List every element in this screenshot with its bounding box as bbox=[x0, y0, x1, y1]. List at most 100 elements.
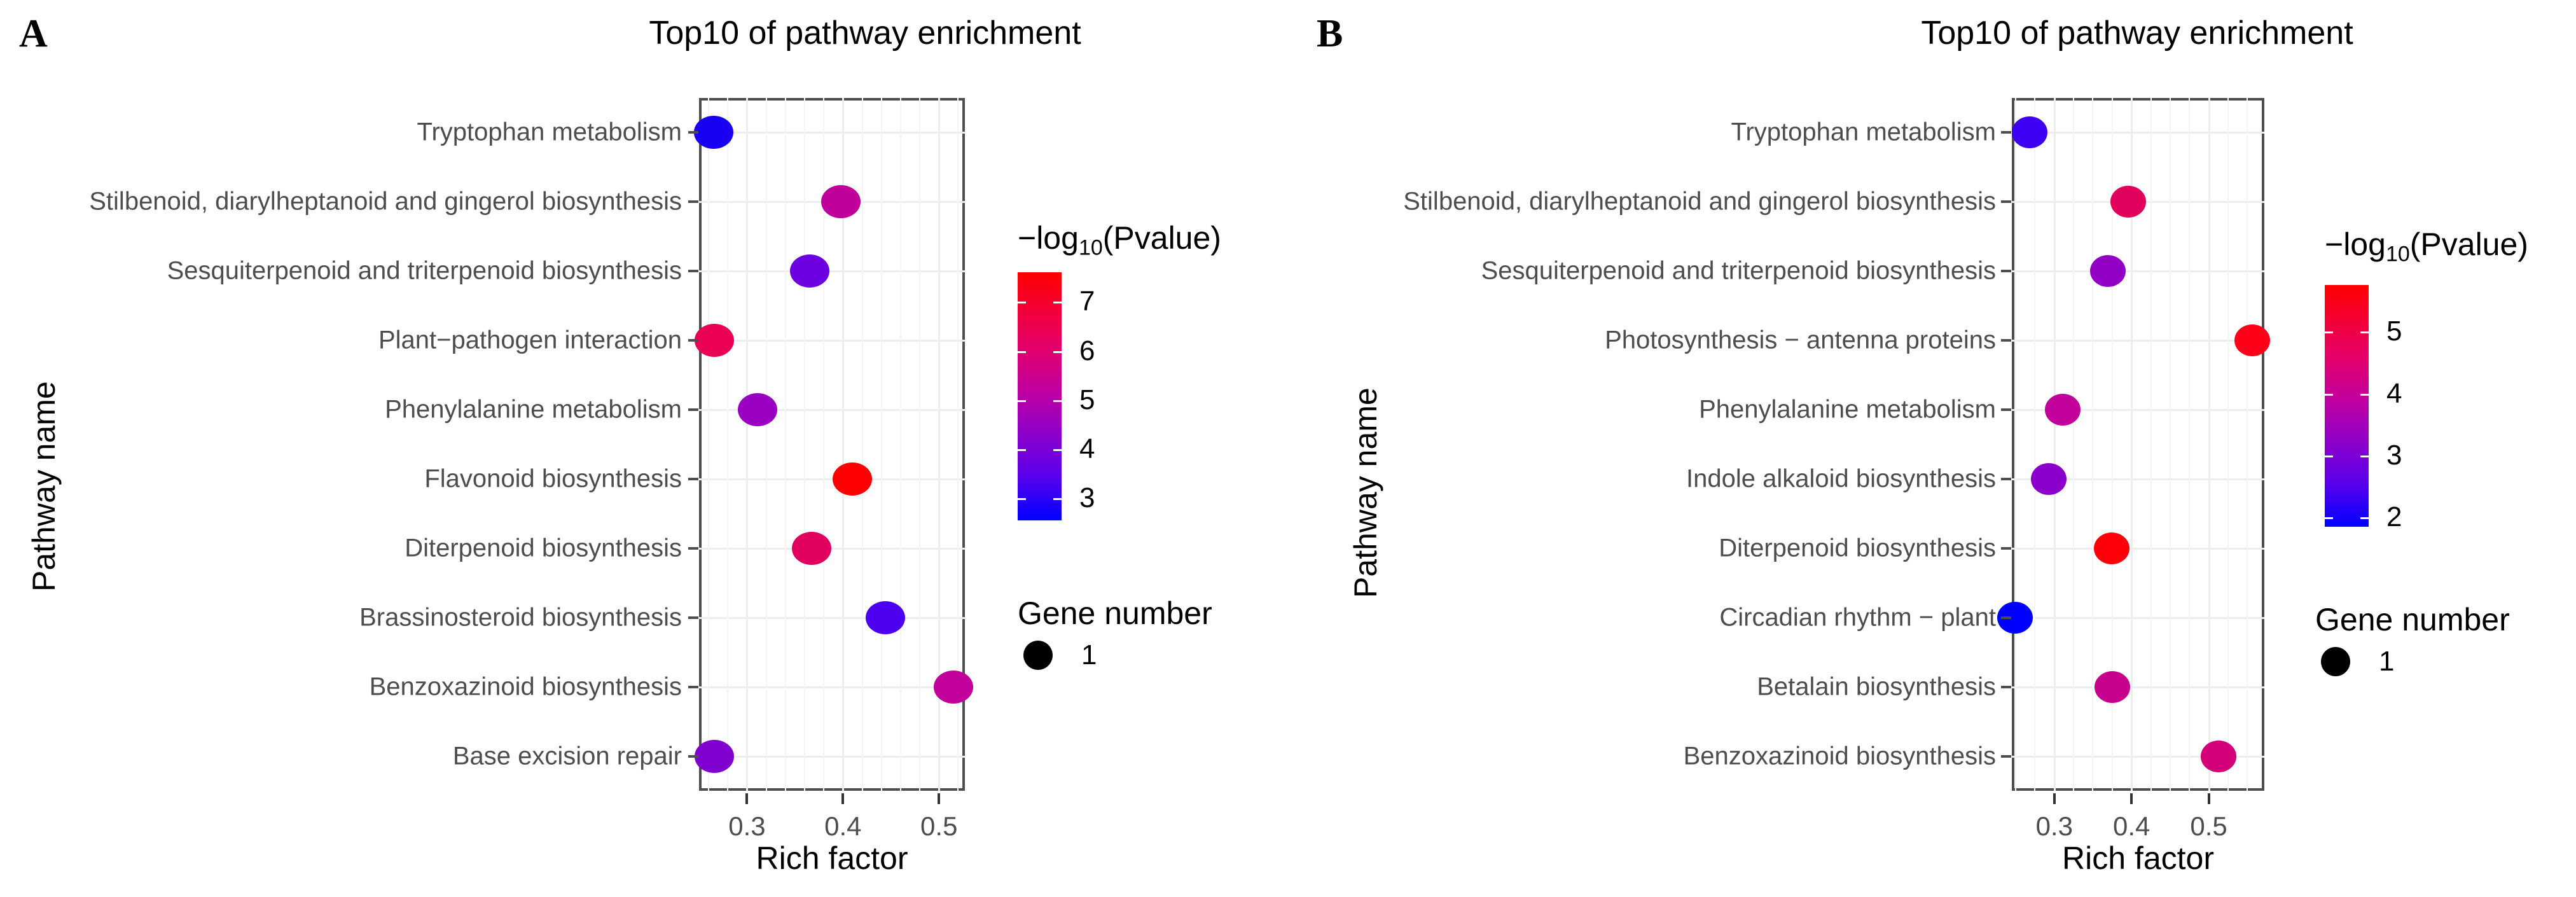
colorbar-tick-label: 3 bbox=[1079, 482, 1095, 514]
y-axis-tick-mark bbox=[2001, 270, 2011, 273]
x-axis-tick-label: 0.5 bbox=[920, 811, 958, 841]
y-axis-tick-label: Stilbenoid, diarylheptanoid and gingerol… bbox=[89, 187, 682, 216]
colorbar-tick-mark bbox=[2360, 331, 2369, 334]
y-axis-tick-label: Photosynthesis − antenna proteins bbox=[1605, 326, 1996, 354]
y-axis-tick-label: Betalain biosynthesis bbox=[1757, 672, 1996, 701]
x-axis-tick-label: 0.5 bbox=[2190, 811, 2227, 841]
panel-a-size-legend-dot bbox=[1023, 641, 1053, 670]
y-axis-tick-label: Tryptophan metabolism bbox=[1731, 118, 1996, 146]
x-axis-tick-mark bbox=[2130, 793, 2133, 804]
data-point bbox=[693, 116, 733, 150]
colorbar-tick-mark bbox=[2325, 455, 2333, 457]
grid-line-horizontal bbox=[2012, 547, 2264, 550]
colorbar-tick-mark bbox=[1018, 449, 1026, 452]
grid-line-vertical bbox=[861, 98, 863, 791]
data-point bbox=[2045, 394, 2081, 426]
grid-line-vertical bbox=[2208, 98, 2210, 791]
y-axis-tick-mark bbox=[688, 408, 698, 412]
grid-line-vertical bbox=[2073, 98, 2075, 791]
data-point bbox=[821, 185, 861, 219]
colorbar-tick-label: 6 bbox=[1079, 335, 1095, 366]
y-axis-tick-label: Benzoxazinoid biosynthesis bbox=[1683, 742, 1996, 770]
grid-line-vertical bbox=[842, 98, 845, 791]
panel-a-letter: A bbox=[19, 12, 48, 55]
grid-line-vertical bbox=[823, 98, 825, 791]
grid-line-vertical bbox=[938, 98, 941, 791]
colorbar-tick-label: 3 bbox=[2386, 439, 2402, 471]
colorbar-tick-mark bbox=[1018, 498, 1026, 501]
panel-a-size-legend-label: 1 bbox=[1081, 639, 1097, 671]
grid-line-vertical bbox=[784, 98, 786, 791]
y-axis-tick-mark bbox=[688, 339, 698, 342]
colorbar-tick-mark bbox=[1018, 302, 1026, 304]
grid-line-vertical bbox=[919, 98, 921, 791]
y-axis-tick-label: Plant−pathogen interaction bbox=[378, 326, 682, 354]
grid-line-vertical bbox=[2227, 98, 2229, 791]
colorbar-tick-label: 5 bbox=[2386, 316, 2402, 347]
grid-line-horizontal bbox=[2012, 478, 2264, 480]
y-axis-tick-mark bbox=[2001, 685, 2011, 688]
y-axis-tick-label: Diterpenoid biosynthesis bbox=[405, 534, 682, 562]
colorbar-tick-mark bbox=[1018, 400, 1026, 402]
colorbar-tick-mark bbox=[2360, 517, 2369, 520]
colorbar-tick-mark bbox=[1053, 302, 1062, 304]
grid-line-horizontal bbox=[699, 616, 965, 619]
panel-a-x-axis-title: Rich factor bbox=[756, 840, 908, 876]
x-axis-tick-label: 0.3 bbox=[728, 811, 766, 841]
grid-line-vertical bbox=[899, 98, 901, 791]
data-point bbox=[789, 254, 829, 288]
colorbar-tick-mark bbox=[1053, 351, 1062, 353]
y-axis-tick-mark bbox=[2001, 754, 2011, 758]
y-axis-tick-mark bbox=[688, 546, 698, 550]
data-point bbox=[2110, 186, 2147, 218]
y-axis-tick-label: Sesquiterpenoid and triterpenoid biosynt… bbox=[167, 256, 682, 285]
grid-line-vertical bbox=[2111, 98, 2113, 791]
colorbar-tick-mark bbox=[1053, 498, 1062, 501]
panel-b-size-legend-label: 1 bbox=[2379, 646, 2395, 677]
data-point bbox=[695, 739, 735, 773]
grid-line-horizontal bbox=[699, 340, 965, 342]
data-point bbox=[791, 531, 831, 565]
grid-line-horizontal bbox=[2012, 616, 2264, 619]
grid-line-vertical bbox=[2015, 98, 2017, 791]
panel-a-colorbar bbox=[1018, 272, 1062, 520]
x-axis-tick-mark bbox=[2053, 793, 2056, 804]
grid-line-vertical bbox=[2131, 98, 2133, 791]
data-point bbox=[2201, 740, 2237, 772]
y-axis-tick-mark bbox=[688, 685, 698, 688]
grid-line-vertical bbox=[957, 98, 959, 791]
data-point bbox=[2031, 462, 2067, 495]
y-axis-tick-mark bbox=[688, 270, 698, 273]
panel-b-size-legend-dot bbox=[2321, 647, 2350, 676]
y-axis-tick-mark bbox=[2001, 131, 2011, 134]
grid-line-horizontal bbox=[699, 132, 965, 134]
grid-line-vertical bbox=[803, 98, 805, 791]
colorbar-tick-label: 2 bbox=[2386, 501, 2402, 533]
grid-line-vertical bbox=[2189, 98, 2191, 791]
y-axis-tick-label: Diterpenoid biosynthesis bbox=[1719, 534, 1996, 562]
y-axis-tick-label: Stilbenoid, diarylheptanoid and gingerol… bbox=[1403, 187, 1996, 216]
y-axis-tick-mark bbox=[2001, 546, 2011, 550]
grid-line-horizontal bbox=[699, 409, 965, 412]
grid-line-vertical bbox=[765, 98, 767, 791]
colorbar-tick-label: 5 bbox=[1079, 384, 1095, 415]
y-axis-tick-label: Indole alkaloid biosynthesis bbox=[1686, 464, 1996, 493]
y-axis-tick-label: Phenylalanine metabolism bbox=[1699, 395, 1996, 424]
colorbar-tick-label: 7 bbox=[1079, 286, 1095, 317]
grid-line-horizontal bbox=[699, 270, 965, 273]
y-axis-tick-label: Tryptophan metabolism bbox=[417, 118, 682, 146]
panel-b-colorbar bbox=[2325, 285, 2369, 527]
y-axis-tick-label: Benzoxazinoid biosynthesis bbox=[369, 672, 682, 701]
panel-a-title: Top10 of pathway enrichment bbox=[649, 15, 1081, 52]
panel-a-color-legend-title: −log10(Pvalue) bbox=[1018, 220, 1221, 260]
grid-line-vertical bbox=[2169, 98, 2171, 791]
y-axis-tick-label: Sesquiterpenoid and triterpenoid biosynt… bbox=[1481, 256, 1996, 285]
colorbar-tick-mark bbox=[2325, 331, 2333, 334]
panel-b-size-legend-title: Gene number bbox=[2315, 602, 2510, 637]
data-point bbox=[865, 601, 905, 634]
grid-line-vertical bbox=[746, 98, 749, 791]
y-axis-tick-label: Brassinosteroid biosynthesis bbox=[359, 603, 682, 632]
grid-line-vertical bbox=[880, 98, 882, 791]
data-point bbox=[2234, 324, 2270, 357]
x-axis-tick-label: 0.3 bbox=[2035, 811, 2073, 841]
